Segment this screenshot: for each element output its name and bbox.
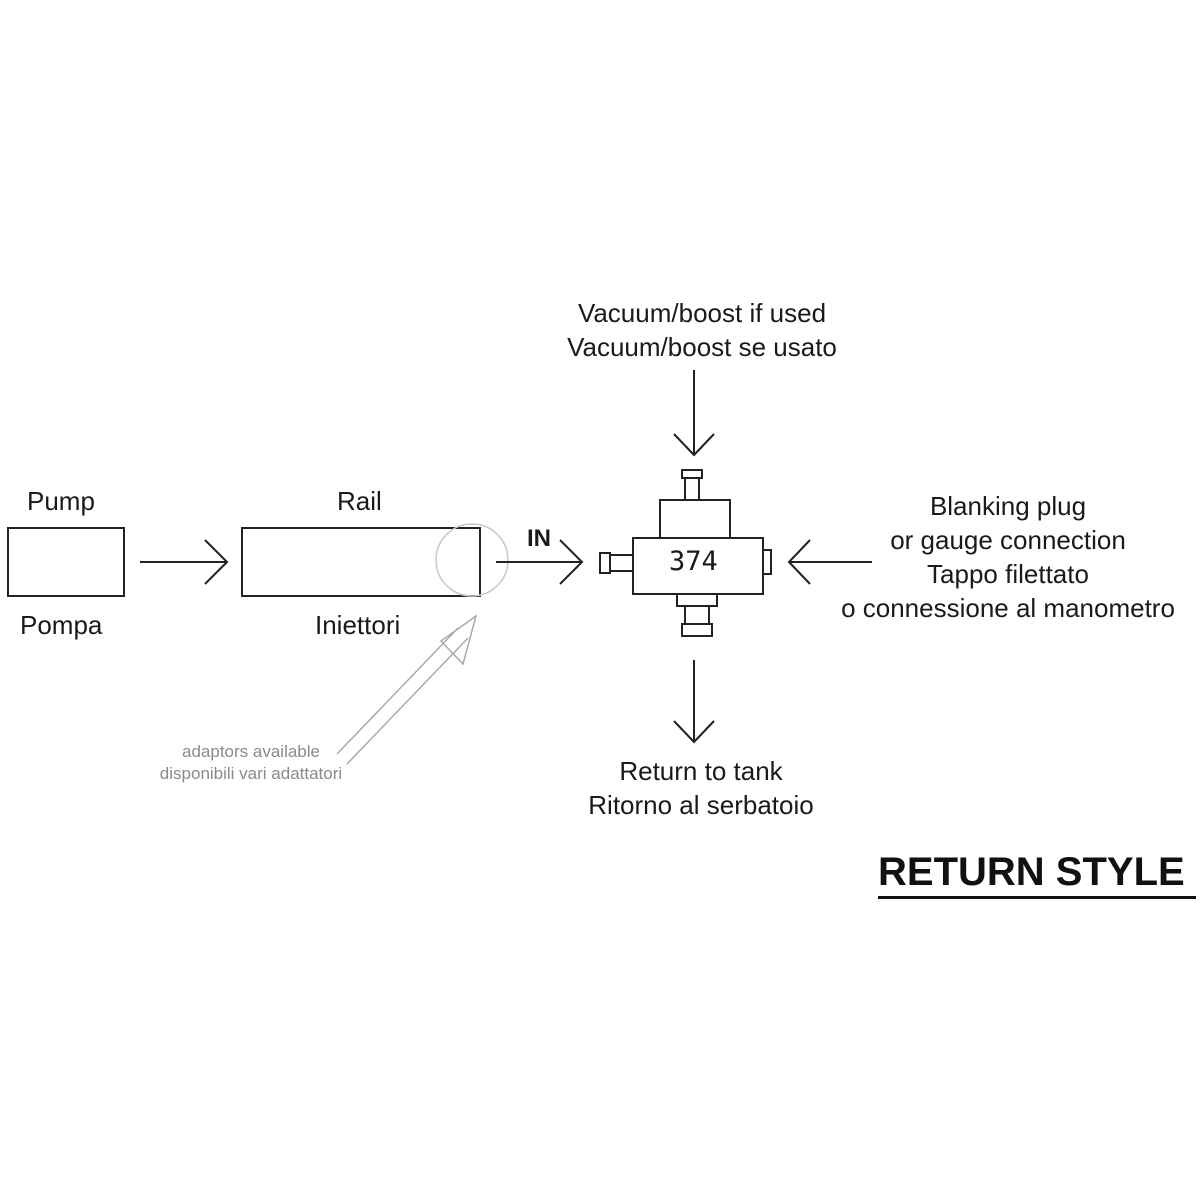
in-label: IN [527,525,551,552]
blanking-line-1: Blanking plug [929,491,1087,521]
vacuum-line-1: Vacuum/boost if used [577,298,827,328]
blanking-label: Blanking plug or gauge connection Tappo … [820,489,1196,625]
pump-to-rail-arrow [140,539,229,585]
return-line-1: Return to tank [619,756,783,786]
vacuum-arrow [673,370,715,457]
blanking-line-2: or gauge connection [890,525,1126,555]
pump-label-it: Pompa [20,610,103,640]
blanking-line-3: Tappo filettato [927,559,1089,589]
rail-to-regulator-arrow [496,539,584,585]
adaptors-note: adaptors available disponibili vari adat… [131,741,371,785]
blanking-arrow [787,539,872,585]
regulator-body [599,469,772,637]
return-label: Return to tank Ritorno al serbatoio [551,754,851,822]
diagram-title: RETURN STYLE [878,850,1185,894]
blanking-line-4: o connessione al manometro [841,593,1175,623]
adaptor-pointer-arrow [336,614,478,765]
return-line-2: Ritorno al serbatoio [588,790,814,820]
pump-label-en: Pump [27,486,95,516]
pump-box [7,527,125,597]
regulator-number: 374 [669,546,718,577]
rail-label-it: Iniettori [315,610,401,640]
adaptor-circle [435,523,509,597]
rail-box [241,527,481,597]
title-underline [878,896,1196,899]
vacuum-label: Vacuum/boost if used Vacuum/boost se usa… [502,296,902,364]
adaptors-line-2: disponibili vari adattatori [159,764,343,783]
return-arrow [673,660,715,744]
vacuum-line-2: Vacuum/boost se usato [567,332,837,362]
adaptors-line-1: adaptors available [182,742,320,761]
rail-label-en: Rail [337,486,382,516]
